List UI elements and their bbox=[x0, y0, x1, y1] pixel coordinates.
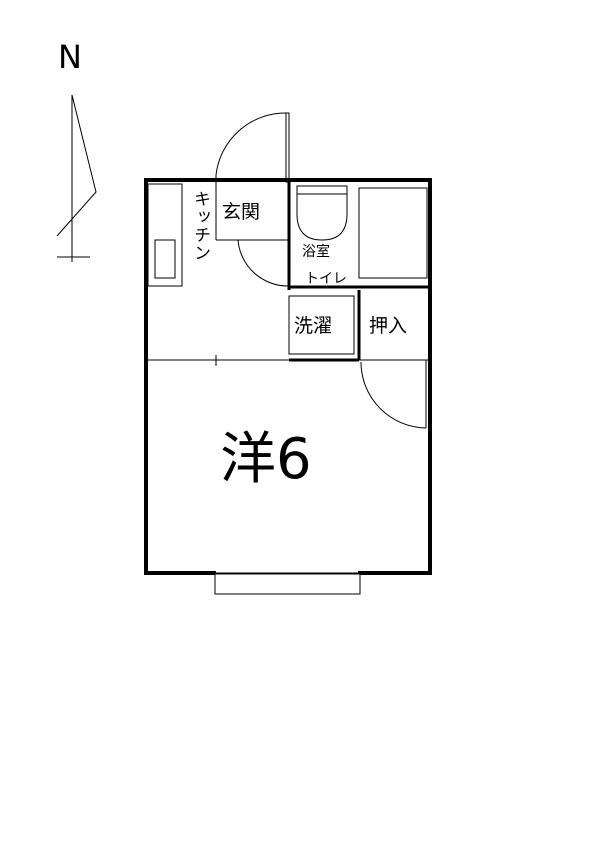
bath-label: 浴室 bbox=[302, 243, 330, 260]
kitchen-counter bbox=[147, 183, 183, 287]
toilet-icon bbox=[296, 185, 348, 241]
entrance-area bbox=[215, 182, 289, 287]
laundry-box bbox=[288, 295, 355, 355]
balcony-window bbox=[214, 573, 361, 595]
compass-label: N bbox=[58, 38, 82, 76]
closet-door-icon bbox=[360, 360, 427, 429]
room-divider bbox=[146, 355, 432, 366]
bathtub-icon bbox=[358, 187, 428, 279]
toilet-label: トイレ bbox=[305, 271, 347, 287]
bath-toilet-walls bbox=[287, 180, 432, 360]
closet-label: 押入 bbox=[369, 315, 407, 337]
kitchen-label: キッチン bbox=[190, 190, 210, 262]
entrance-door-icon bbox=[215, 112, 290, 183]
laundry-label: 洗濯 bbox=[294, 315, 332, 337]
north-arrow-icon bbox=[56, 94, 97, 262]
western-room-label: 洋6 bbox=[220, 427, 312, 492]
entrance-label: 玄関 bbox=[222, 201, 260, 223]
